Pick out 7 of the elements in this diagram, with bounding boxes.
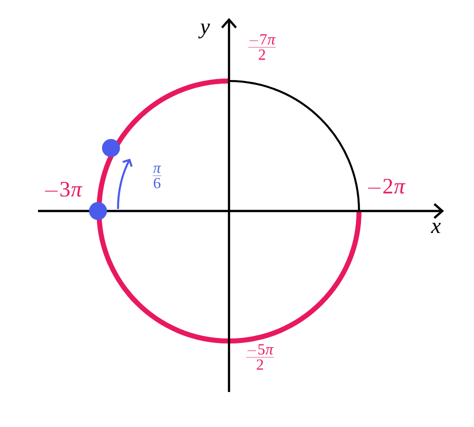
axis-label: $x$: [430, 222, 441, 234]
angle-label: $-2\pi$: [368, 178, 406, 194]
axis-label: $y$: [198, 24, 210, 38]
angle-label: $\frac{\pi}{6}$: [152, 166, 162, 188]
angle-label: $-3\pi$: [44, 182, 82, 197]
angle-label: $\frac{-7\pi}{2}$: [248, 34, 276, 60]
angle-label: $\frac{-5\pi}{2}$: [246, 344, 274, 370]
